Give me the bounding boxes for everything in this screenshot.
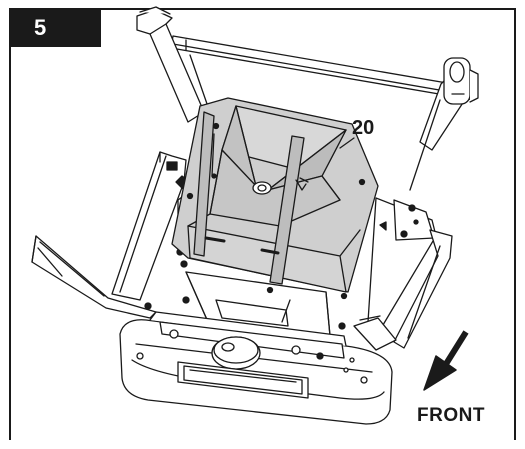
front-direction-label: FRONT	[417, 405, 485, 426]
right-front-flap	[353, 315, 397, 351]
left-front-flap	[31, 235, 157, 319]
rear-crossbar	[170, 35, 477, 101]
right-side-panel	[367, 197, 453, 349]
callout-leader-20	[339, 137, 355, 149]
step-number-badge: 5	[9, 8, 101, 47]
arrow-down-left-icon	[423, 330, 469, 391]
right-rear-upright	[419, 57, 479, 151]
grease-tray-part-20	[171, 97, 379, 300]
front-base	[119, 302, 393, 425]
part-callout-label: 20	[352, 117, 375, 139]
